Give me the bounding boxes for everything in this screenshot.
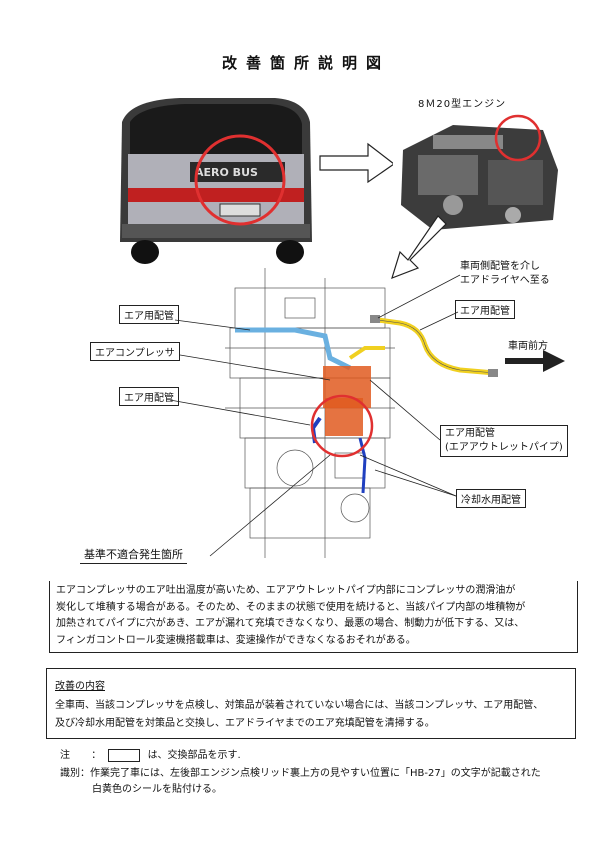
arrow-engine-to-diagram	[391, 215, 447, 280]
bus-logo-text: AERO BUS	[195, 166, 258, 179]
callout-air-outlet-pipe-line1: エア用配管	[445, 428, 495, 439]
callout-defect-location: 基準不適合発生箇所	[80, 545, 187, 564]
callout-air-outlet-pipe-line2: (エアアウトレットパイプ)	[445, 442, 563, 453]
description-line: 炭化して堆積する場合がある。そのため、そのままの状態で使用を続けると、当該パイプ…	[56, 601, 526, 613]
defect-highlight-circle	[310, 394, 374, 458]
engine-photo	[393, 110, 560, 236]
callout-coolant-pipe: 冷却水用配管	[456, 489, 526, 508]
vehicle-front-arrow	[505, 350, 565, 372]
note-row: 注 ： は、交換部品を示す.	[60, 748, 241, 764]
engine-diagram	[225, 268, 455, 568]
leader-lines	[169, 274, 461, 557]
callout-air-pipe-top-left: エア用配管	[119, 305, 179, 324]
replacement-part-swatch	[108, 748, 141, 762]
bus-highlight-circle	[194, 134, 286, 226]
description-line: エアコンプレッサのエア吐出温度が高いため、エアアウトレットパイプ内部にコンプレッ…	[56, 585, 516, 596]
bus-photo: AERO BUS	[100, 92, 325, 267]
improvement-line: 全車両、当該コンプレッサを点検し、対策品が装着されていない場合には、当該コンプレ…	[55, 700, 544, 711]
arrow-bus-to-engine	[319, 142, 396, 184]
callout-vehicle-front: 車両前方	[508, 341, 548, 352]
engine-model-label: 8Ｍ20型エンジン	[418, 99, 507, 110]
improvement-box: 改善の内容 全車両、当該コンプレッサを点検し、対策品が装着されていない場合には、…	[46, 668, 576, 739]
callout-air-compressor: エアコンプレッサ	[90, 342, 180, 361]
outlet-pipe-drawing	[370, 315, 498, 377]
id-line1: 作業完了車には、左後部エンジン点検リッド裏上方の見やすい位置に「HB-27」の文…	[90, 768, 541, 779]
id-row-2: 白黄色のシールを貼付ける。	[92, 782, 222, 798]
coolant-pipe-blue	[358, 437, 367, 494]
callout-air-outlet-pipe: エア用配管 (エアアウトレットパイプ)	[440, 425, 568, 457]
description-line: フィンガコントロール変速機搭載車は、変速操作ができなくなるおそれがある。	[56, 634, 416, 646]
note-text: は、交換部品を示す.	[147, 750, 241, 761]
page-title: 改善箇所説明図	[221, 54, 390, 72]
note-label: 注	[60, 750, 70, 761]
engine-highlight-circle	[494, 114, 542, 162]
callout-air-pipe-top-right: エア用配管	[455, 300, 515, 319]
air-pipe-blue	[235, 327, 352, 371]
id-line2: 白黄色のシールを貼付ける。	[92, 784, 222, 795]
improvement-line: 及び冷却水用配管を対策品と交換し、エアドライヤまでのエア充填配管を清掃する。	[55, 718, 435, 729]
id-row: 識別：作業完了車には、左後部エンジン点検リッド裏上方の見やすい位置に「HB-27…	[60, 766, 580, 782]
callout-air-pipe-mid-left: エア用配管	[119, 387, 179, 406]
id-label: 識別：	[60, 768, 90, 779]
note-colon: ：	[91, 750, 102, 761]
description-line: 加熱されてパイプに穴があき、エアが漏れて充填できなくなり、最悪の場合、制動力が低…	[56, 618, 525, 629]
description-box: エアコンプレッサのエア吐出温度が高いため、エアアウトレットパイプ内部にコンプレッ…	[49, 581, 578, 653]
improvement-heading: 改善の内容	[55, 681, 105, 692]
callout-vehicle-pipe: 車両側配管を介し エアドライヤへ至る	[460, 261, 550, 286]
